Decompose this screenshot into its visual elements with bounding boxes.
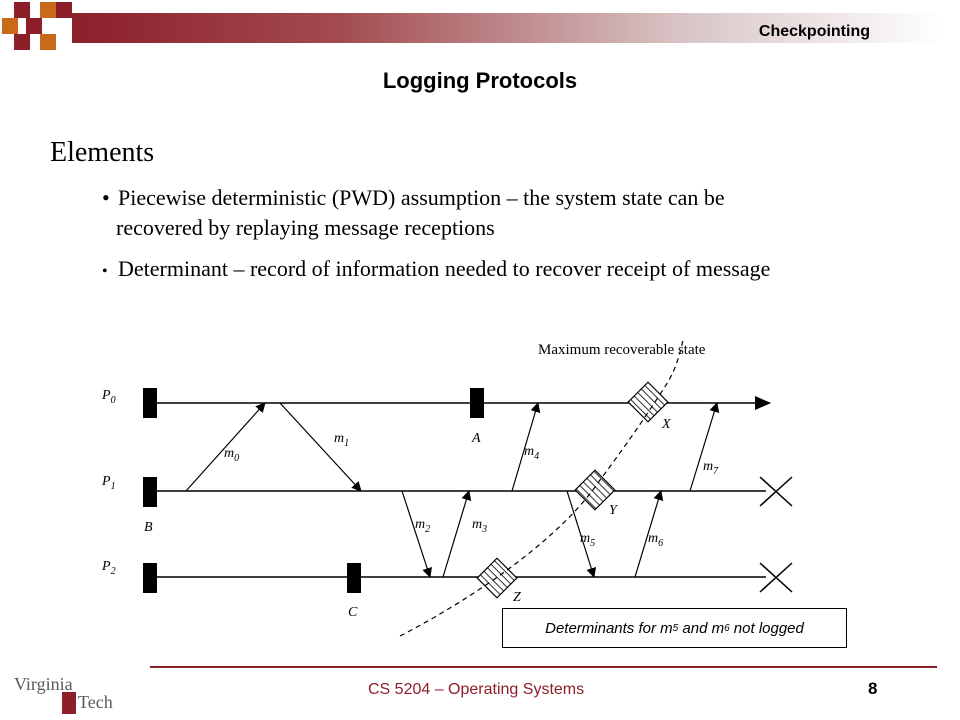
process-label-p1: P1 xyxy=(101,474,116,492)
bullet-determinant-text: Determinant – record of information need… xyxy=(118,256,771,281)
message-arrow-m4 xyxy=(511,402,541,492)
message-label-m5: m5 xyxy=(580,531,595,549)
state-label-x: X xyxy=(661,417,671,432)
message-arrow-m3 xyxy=(442,490,472,578)
checkpoint-b xyxy=(143,477,157,507)
content-heading: Elements xyxy=(50,137,155,168)
footer-line xyxy=(150,666,937,668)
state-marker-z xyxy=(476,557,518,599)
state-label-z: Z xyxy=(513,590,521,605)
message-label-m6: m6 xyxy=(648,531,663,549)
checkpoint-c xyxy=(347,563,361,593)
message-label-m0: m0 xyxy=(224,446,239,464)
message-arrow-m6 xyxy=(634,490,664,578)
max-recoverable-state-curve xyxy=(399,339,684,637)
checkpoint-label-c: C xyxy=(348,605,358,620)
message-arrow-m7 xyxy=(689,402,720,492)
checkpoint-p2-initial xyxy=(143,563,157,593)
checkpoint-p0-initial xyxy=(143,388,157,418)
logo-text-tech: Tech xyxy=(78,692,113,712)
bullet-pwd-line2: recovered by replaying message reception… xyxy=(116,215,495,240)
header-gradient-bar xyxy=(72,13,942,43)
diagram-caption: Maximum recoverable state xyxy=(538,342,706,358)
bullet-glyph: • xyxy=(102,263,108,280)
checkpoint-label-a: A xyxy=(471,431,481,446)
message-label-m1: m1 xyxy=(334,431,349,449)
bullet-pwd-line1: Piecewise deterministic (PWD) assumption… xyxy=(118,185,725,210)
page-number: 8 xyxy=(868,679,878,698)
state-marker-x xyxy=(627,381,669,423)
message-arrow-m1 xyxy=(279,402,362,492)
process-label-p2: P2 xyxy=(101,559,116,577)
course-footer: CS 5204 – Operating Systems xyxy=(368,681,585,698)
bullet-glyph: • xyxy=(102,185,110,210)
message-label-m3: m3 xyxy=(472,517,487,535)
bullet-pwd: • Piecewise deterministic (PWD) assumptio… xyxy=(102,183,902,243)
state-label-y: Y xyxy=(609,503,619,518)
bullet-determinant: • Determinant – record of information nee… xyxy=(102,254,922,287)
process-label-p0: P0 xyxy=(101,388,116,406)
checkpoint-a xyxy=(470,388,484,418)
state-marker-y xyxy=(574,469,616,511)
header-bar: Checkpointing xyxy=(0,0,960,60)
message-label-m7: m7 xyxy=(703,459,719,477)
message-arrow-m2 xyxy=(401,490,432,578)
failure-cross-p1 xyxy=(759,476,793,507)
slide-title: Logging Protocols xyxy=(382,68,578,93)
virginia-tech-logo: Virginia Tech xyxy=(14,674,113,714)
failure-cross-p2 xyxy=(759,562,793,593)
logo-text-virginia: Virginia xyxy=(14,674,73,694)
message-label-m2: m2 xyxy=(415,517,430,535)
message-arrow-m5 xyxy=(566,490,597,578)
section-label: Checkpointing xyxy=(758,23,870,40)
message-arrow-m0 xyxy=(185,402,266,492)
message-label-m4: m4 xyxy=(524,444,539,462)
checkpoint-label-b: B xyxy=(144,520,153,535)
